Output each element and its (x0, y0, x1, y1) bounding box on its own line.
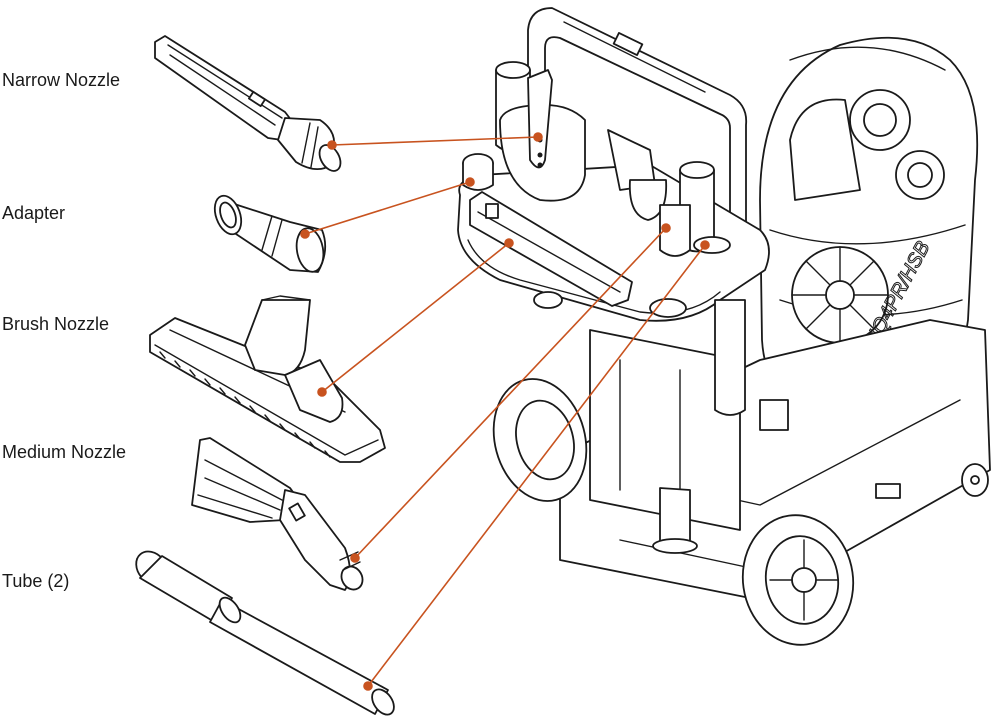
leader-line-adapter (304, 181, 471, 235)
leader-line-narrow-nozzle (331, 136, 539, 146)
leader-line-brush-nozzle (321, 242, 510, 393)
vacuum-cart: IQ4PR/HSB (457, 7, 991, 646)
leader-lines (300, 132, 710, 691)
cart-wheel-rear (492, 378, 588, 502)
label-tube: Tube (2) (2, 571, 70, 591)
adapter-part (213, 194, 327, 273)
label-brush-nozzle: Brush Nozzle (2, 314, 110, 334)
cart-wheel-front (741, 514, 855, 646)
leader-line-tube (367, 244, 706, 687)
label-narrow-nozzle: Narrow Nozzle (2, 70, 121, 90)
cart-caster (961, 463, 989, 497)
label-adapter: Adapter (2, 203, 66, 223)
leader-line-medium-nozzle (354, 227, 667, 559)
narrow-nozzle-part (154, 35, 342, 172)
brush-nozzle-part (149, 295, 386, 463)
tube-part (135, 550, 395, 716)
medium-nozzle-part (191, 437, 364, 591)
label-medium-nozzle: Medium Nozzle (2, 442, 127, 462)
